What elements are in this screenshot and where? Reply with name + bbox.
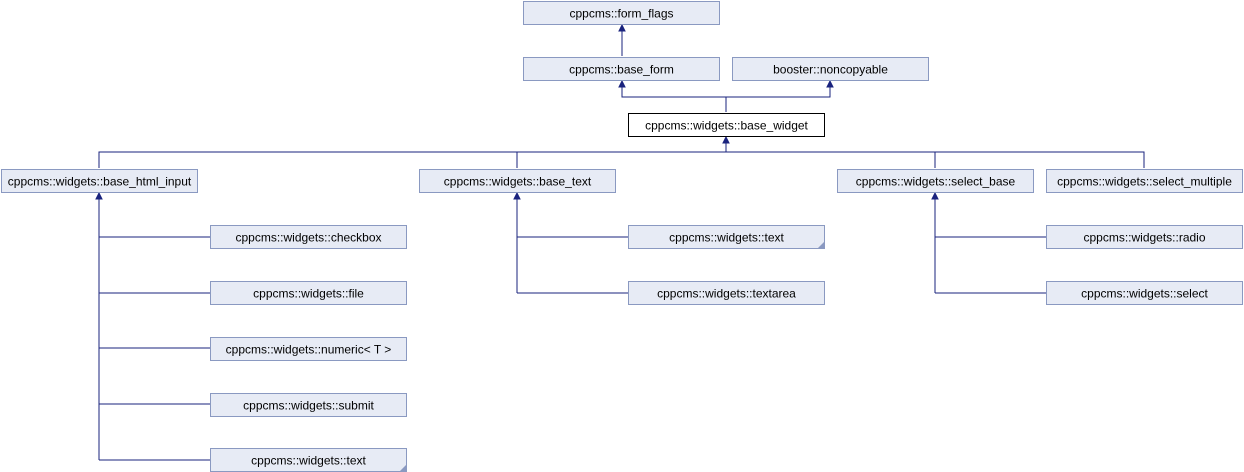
node-noncopyable-label: booster::noncopyable [773,63,888,77]
node-select-multiple[interactable]: cppcms::widgets::select_multiple [1046,169,1243,193]
node-base-widget: cppcms::widgets::base_widget [628,113,825,137]
node-base-form[interactable]: cppcms::base_form [523,57,720,81]
node-checkbox[interactable]: cppcms::widgets::checkbox [210,225,407,249]
node-checkbox-label: cppcms::widgets::checkbox [235,231,381,245]
edge-select-base-children [931,191,1046,294]
node-submit-label: cppcms::widgets::submit [243,399,374,413]
node-numeric[interactable]: cppcms::widgets::numeric< T > [210,337,407,361]
node-submit[interactable]: cppcms::widgets::submit [210,393,407,417]
node-base-html-input[interactable]: cppcms::widgets::base_html_input [1,169,198,193]
node-textarea-label: cppcms::widgets::textarea [657,287,796,301]
node-base-html-input-label: cppcms::widgets::base_html_input [8,175,192,189]
node-select-base-label: cppcms::widgets::select_base [856,175,1016,189]
node-textarea[interactable]: cppcms::widgets::textarea [628,281,825,305]
node-base-form-label: cppcms::base_form [569,63,674,77]
node-file[interactable]: cppcms::widgets::file [210,281,407,305]
node-select-label: cppcms::widgets::select [1081,287,1208,301]
edge-base-widget-to-noncopyable [726,79,834,98]
node-radio[interactable]: cppcms::widgets::radio [1046,225,1243,249]
node-text-subclass[interactable]: cppcms::widgets::text [628,225,825,249]
node-noncopyable[interactable]: booster::noncopyable [732,57,929,81]
node-text-html-input[interactable]: cppcms::widgets::text [210,448,407,472]
node-base-widget-label: cppcms::widgets::base_widget [645,119,808,133]
node-text-html-input-label: cppcms::widgets::text [251,454,366,468]
edge-base-widget-to-base-form [618,79,727,112]
node-base-text[interactable]: cppcms::widgets::base_text [419,169,616,193]
edge-base-text-children [513,191,628,294]
edge-html-input-children [95,191,210,461]
edge-base-form-to-form-flags [618,23,626,56]
more-subclasses-marker [818,242,824,248]
node-file-label: cppcms::widgets::file [253,287,364,301]
node-form-flags[interactable]: cppcms::form_flags [523,1,720,25]
node-form-flags-label: cppcms::form_flags [569,7,673,21]
node-select[interactable]: cppcms::widgets::select [1046,281,1243,305]
node-radio-label: cppcms::widgets::radio [1083,231,1205,245]
node-select-base[interactable]: cppcms::widgets::select_base [837,169,1034,193]
more-subclasses-marker [400,465,406,471]
node-numeric-label: cppcms::widgets::numeric< T > [226,343,392,357]
edge-level3-to-base-widget [98,135,1145,168]
node-text-subclass-label: cppcms::widgets::text [669,231,784,245]
node-select-multiple-label: cppcms::widgets::select_multiple [1057,175,1232,189]
node-base-text-label: cppcms::widgets::base_text [444,175,592,189]
